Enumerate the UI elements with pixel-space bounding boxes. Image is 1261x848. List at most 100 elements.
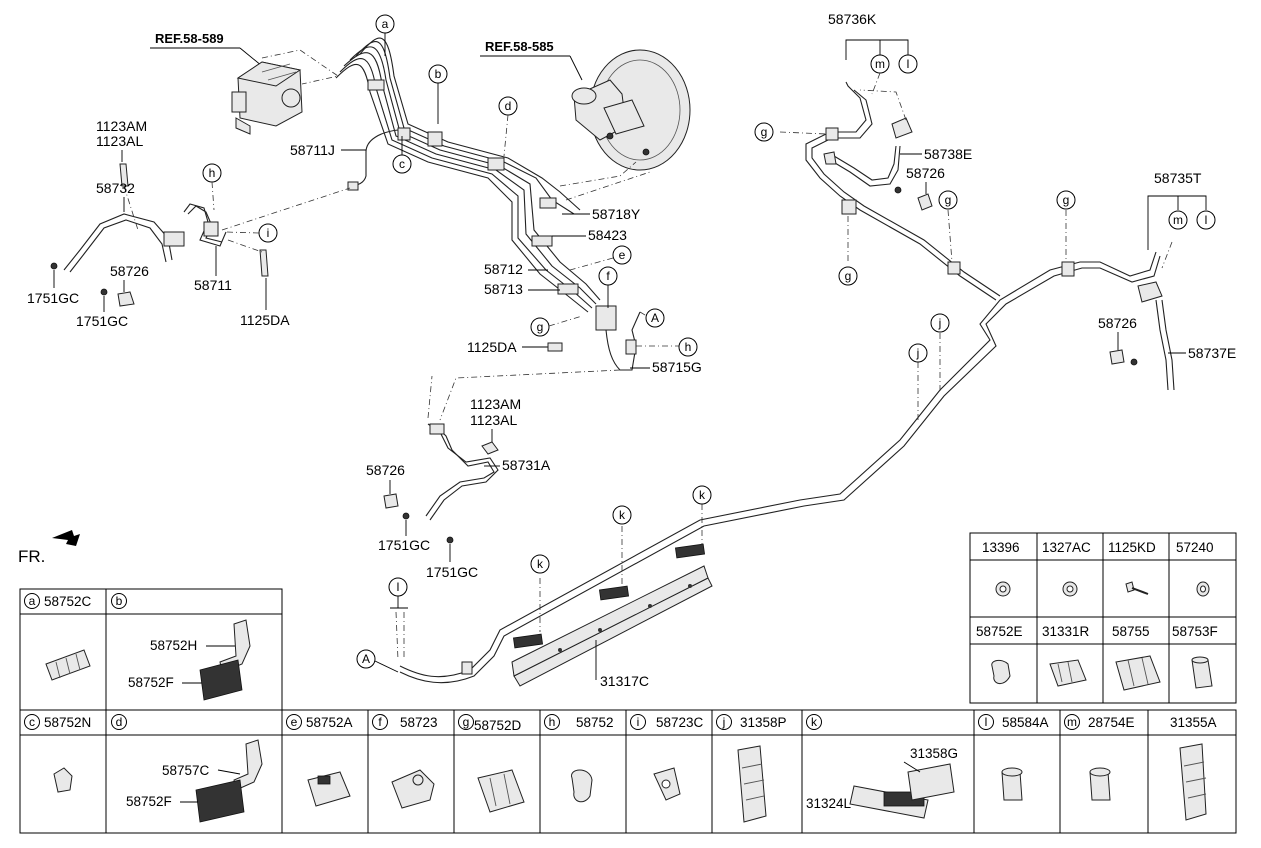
clip-icon (199, 659, 243, 701)
legend-part: 58752H (150, 638, 197, 653)
marker-b: b (111, 593, 127, 609)
callout-58711J: 58711J (290, 142, 335, 158)
svg-text:m: m (1173, 213, 1183, 227)
marker-k: k (806, 714, 822, 730)
svg-text:h: h (685, 340, 692, 354)
callout-1123AM: 1123AM (96, 118, 147, 134)
grommet-icon (1001, 767, 1023, 801)
svg-text:d: d (505, 99, 512, 113)
marker-g: g (458, 714, 474, 730)
legend-code-g: 58752D (474, 718, 522, 733)
svg-text:l: l (1205, 213, 1208, 227)
legend-code: 58755 (1112, 624, 1150, 639)
svg-text:j: j (916, 346, 920, 360)
svg-text:g: g (845, 269, 852, 283)
marker-h: h (202, 163, 222, 211)
callout-1751GC: 1751GC (426, 564, 478, 580)
svg-text:e: e (619, 248, 626, 262)
callout-58726: 58726 (366, 462, 405, 478)
svg-text:l: l (397, 580, 400, 594)
svg-text:l: l (907, 57, 910, 71)
callout-58711: 58711 (194, 277, 232, 293)
marker-l: l (898, 54, 918, 74)
svg-text:h: h (549, 715, 556, 729)
legend-code: 31331R (1042, 624, 1090, 639)
marker-g: g (754, 122, 774, 142)
svg-text:m: m (875, 57, 885, 71)
marker-g: g (1056, 190, 1076, 210)
svg-text:k: k (811, 715, 818, 729)
svg-text:g: g (463, 715, 470, 729)
callout-1751GC: 1751GC (27, 290, 79, 306)
marker-f: f (598, 266, 618, 308)
abs-module (231, 49, 339, 135)
clip-icon (477, 769, 525, 813)
svg-text:i: i (637, 715, 640, 729)
legend-code-h: 58752 (576, 715, 614, 730)
clip-icon (1179, 743, 1207, 821)
svg-text:g: g (537, 320, 544, 334)
clip-icon (1049, 659, 1087, 687)
ref-abs-label[interactable]: REF.58-589 (150, 31, 263, 67)
marker-j: j (930, 313, 950, 333)
svg-text:g: g (761, 125, 768, 139)
grommet-icon (1062, 581, 1078, 597)
marker-g: g (938, 190, 958, 210)
ref-booster-label[interactable]: REF.58-585 (480, 39, 583, 81)
legend-code-m: 28754E (1088, 715, 1135, 730)
callout-58423: 58423 (588, 227, 627, 243)
marker-i: i (225, 223, 278, 243)
callout-58738E: 58738E (924, 146, 972, 162)
callout-58732: 58732 (96, 180, 135, 196)
legend-table-left-top: a 58752C b 58752H 58752F (19, 588, 283, 711)
rear-left-hose (383, 375, 499, 544)
clip-icon (571, 769, 593, 803)
marker-g: g (838, 266, 858, 286)
legend-code-a: 58752C (44, 594, 92, 609)
svg-text:m: m (1067, 715, 1077, 729)
svg-text:k: k (619, 508, 626, 522)
marker-c: c (392, 136, 412, 174)
front-left-hose (50, 163, 351, 307)
marker-f: f (372, 714, 388, 730)
clip-icon (1115, 655, 1161, 691)
washer-icon (1196, 581, 1210, 597)
marker-d: d (111, 714, 127, 730)
clip-icon (1191, 656, 1213, 689)
callout-58737E: 58737E (1188, 345, 1236, 361)
legend-code-c: 58752N (44, 715, 91, 730)
clip-icon (653, 767, 681, 801)
legend-table-bottom: c 58752N d 58757C 58752F e 58752A f 5872… (19, 709, 1237, 834)
bracket-31317C (395, 504, 713, 687)
callout-1123AL: 1123AL (470, 412, 517, 428)
marker-h: h (544, 714, 560, 730)
front-direction-arrow: FR. (18, 530, 80, 566)
callout-58731A: 58731A (502, 457, 551, 473)
legend-part: 58752F (126, 794, 172, 809)
callout-31317C: 31317C (600, 673, 649, 689)
legend-part: 58757C (162, 763, 210, 778)
brake-booster (571, 49, 691, 171)
legend-code-l: 58584A (1002, 715, 1049, 730)
marker-A: A (356, 649, 399, 673)
callout-58726: 58726 (110, 263, 149, 279)
legend-code-j: 31358P (740, 715, 787, 730)
rear-pipe (399, 81, 1175, 684)
marker-j: j (716, 714, 732, 730)
marker-e: e (286, 714, 302, 730)
legend-code: 58753F (1172, 624, 1218, 639)
svg-text:a: a (29, 594, 36, 608)
legend-part: 31324L (806, 796, 852, 811)
marker-l: l (978, 714, 994, 730)
callout-58712: 58712 (484, 261, 523, 277)
callout-58726: 58726 (1098, 315, 1137, 331)
marker-m: m (870, 54, 890, 95)
marker-l: l (388, 577, 408, 609)
legend-code-e: 58752A (306, 715, 353, 730)
svg-text:i: i (267, 226, 270, 240)
legend-code: 1327AC (1042, 540, 1091, 555)
marker-e: e (569, 245, 632, 271)
callout-1751GC: 1751GC (76, 313, 128, 329)
svg-text:d: d (116, 715, 123, 729)
